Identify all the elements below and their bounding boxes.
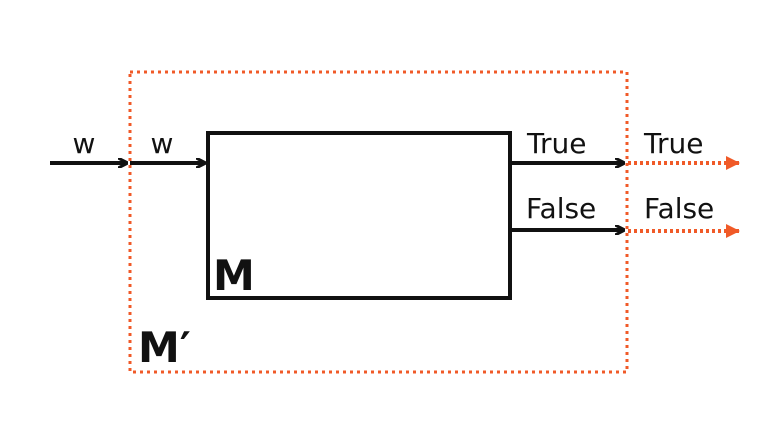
outer-machine-box: [128, 70, 629, 374]
outer-input-label: w: [73, 127, 96, 160]
inner-false-label: False: [526, 192, 596, 225]
outer-false-label: False: [644, 192, 714, 225]
outer-true-label: True: [643, 127, 703, 160]
outer-machine-label: M′: [138, 323, 191, 372]
inner-machine-box: [206, 131, 512, 300]
inner-true-label: True: [526, 127, 586, 160]
inner-machine-label: M: [213, 251, 255, 300]
inner-input-label: w: [151, 127, 174, 160]
